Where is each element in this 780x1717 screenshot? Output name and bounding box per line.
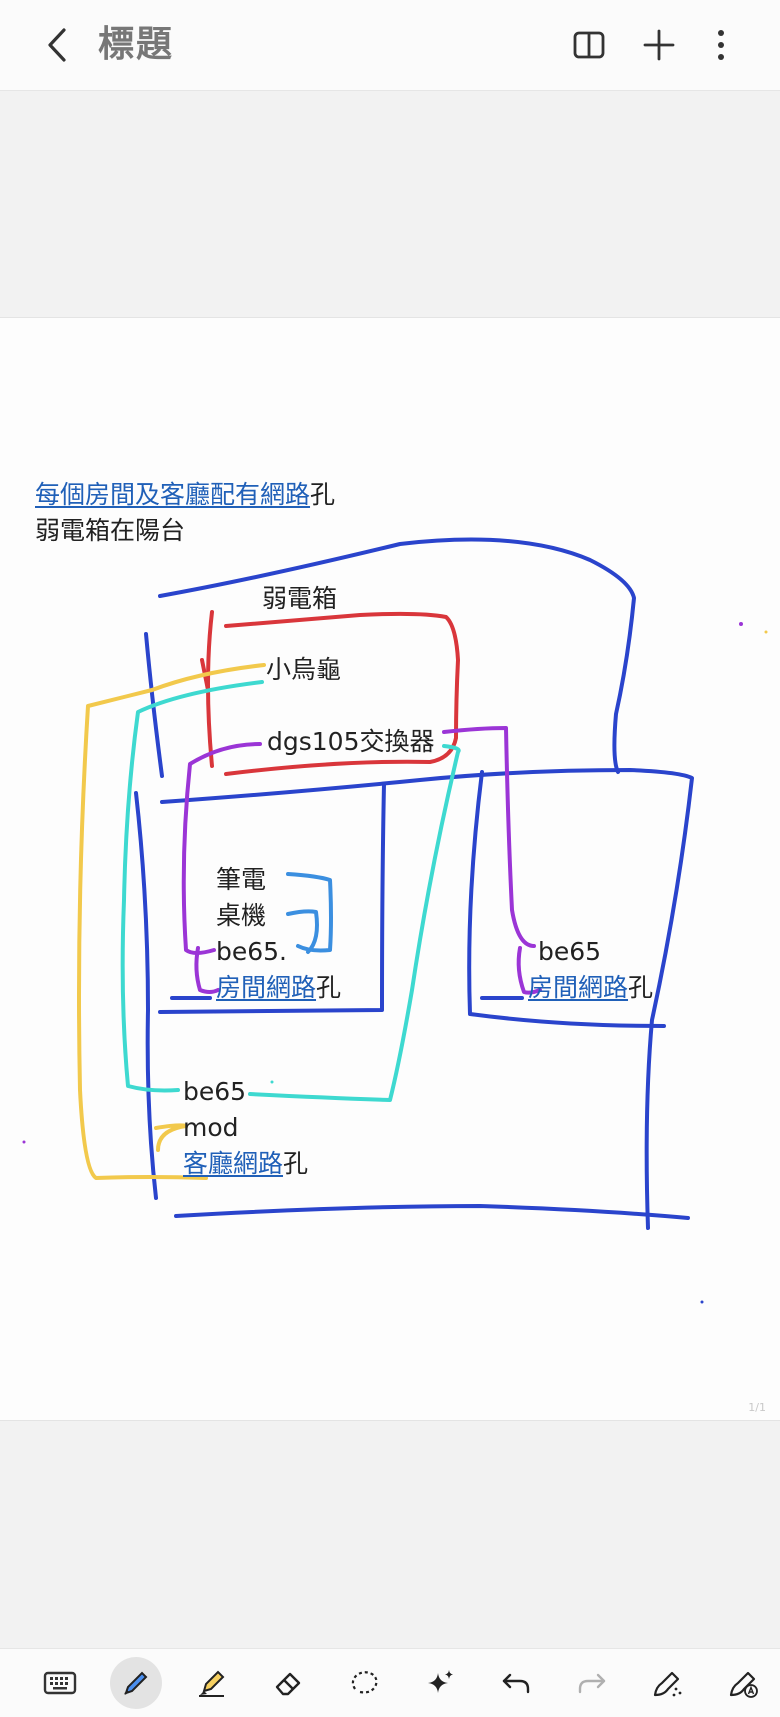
redo-icon: [578, 1673, 606, 1694]
lightblue-ink-strokes: [286, 872, 333, 954]
room1-line-1: 筆電: [216, 865, 267, 894]
ai-assist-button[interactable]: [414, 1657, 466, 1709]
more-vertical-icon: [718, 30, 724, 60]
label-weak-current-box: 弱電箱: [262, 584, 338, 613]
pen-icon: [124, 1671, 148, 1695]
note-page[interactable]: 1/1: [0, 317, 780, 1421]
ink-dots: [22, 622, 768, 1304]
eraser-icon: [275, 1672, 301, 1696]
pen-effects-button[interactable]: [642, 1657, 694, 1709]
room1-port-tail: 孔: [316, 973, 342, 1002]
intro-line-1-tail: 孔: [310, 480, 336, 509]
highlighter-icon: [199, 1670, 225, 1697]
back-button[interactable]: [38, 22, 78, 68]
redo-button[interactable]: [566, 1657, 618, 1709]
room1-port: 房間網路孔: [216, 972, 341, 1004]
room1-line-2: 桌機: [216, 901, 267, 930]
living-port: 客廳網路孔: [183, 1148, 308, 1180]
label-router: 小烏龜: [266, 655, 342, 684]
pen-effects-icon: [653, 1671, 682, 1697]
label-switch: dgs105交換器: [267, 727, 435, 756]
blue-ink-strokes: [134, 537, 694, 1230]
pen-button[interactable]: [110, 1657, 162, 1709]
more-options-button[interactable]: [698, 22, 744, 68]
room2-line-1: be65: [538, 937, 602, 966]
plus-icon: [643, 29, 675, 61]
undo-icon: [502, 1673, 530, 1694]
handwriting-to-text-button[interactable]: [718, 1657, 770, 1709]
keyboard-icon: [43, 1671, 77, 1695]
add-button[interactable]: [636, 22, 682, 68]
living-port-tail: 孔: [283, 1149, 309, 1178]
room1-line-3: be65.: [216, 937, 288, 966]
living-port-link[interactable]: 客廳網路: [183, 1149, 284, 1178]
lasso-select-icon: [351, 1671, 378, 1694]
undo-button[interactable]: [490, 1657, 542, 1709]
room2-port: 房間網路孔: [528, 972, 653, 1004]
chevron-left-icon: [48, 28, 66, 62]
lasso-select-button[interactable]: [338, 1657, 390, 1709]
room1-port-link[interactable]: 房間網路: [216, 973, 317, 1002]
room2-port-tail: 孔: [628, 973, 654, 1002]
purple-ink-strokes: [181, 726, 542, 995]
reading-mode-button[interactable]: [566, 22, 612, 68]
keyboard-button[interactable]: [34, 1657, 86, 1709]
living-line-1: be65: [183, 1077, 247, 1106]
page-indicator: 1/1: [748, 1401, 766, 1414]
top-app-bar: 標題: [0, 0, 780, 91]
eraser-button[interactable]: [262, 1657, 314, 1709]
intro-line-1-link[interactable]: 每個房間及客廳配有網路: [35, 480, 311, 509]
highlighter-button[interactable]: [186, 1657, 238, 1709]
intro-line-2: 弱電箱在陽台: [35, 516, 186, 545]
book-open-icon: [573, 31, 605, 59]
living-line-2: mod: [183, 1113, 239, 1142]
note-title[interactable]: 標題: [98, 24, 175, 65]
cyan-ink-strokes: [120, 680, 461, 1102]
yellow-ink-strokes: [77, 663, 266, 1180]
sparkle-icon: [428, 1670, 453, 1693]
bottom-toolbar: [0, 1648, 780, 1717]
room2-port-link[interactable]: 房間網路: [528, 973, 629, 1002]
intro-line-1: 每個房間及客廳配有網路孔: [35, 479, 335, 511]
handwriting-to-text-icon: [729, 1671, 758, 1698]
